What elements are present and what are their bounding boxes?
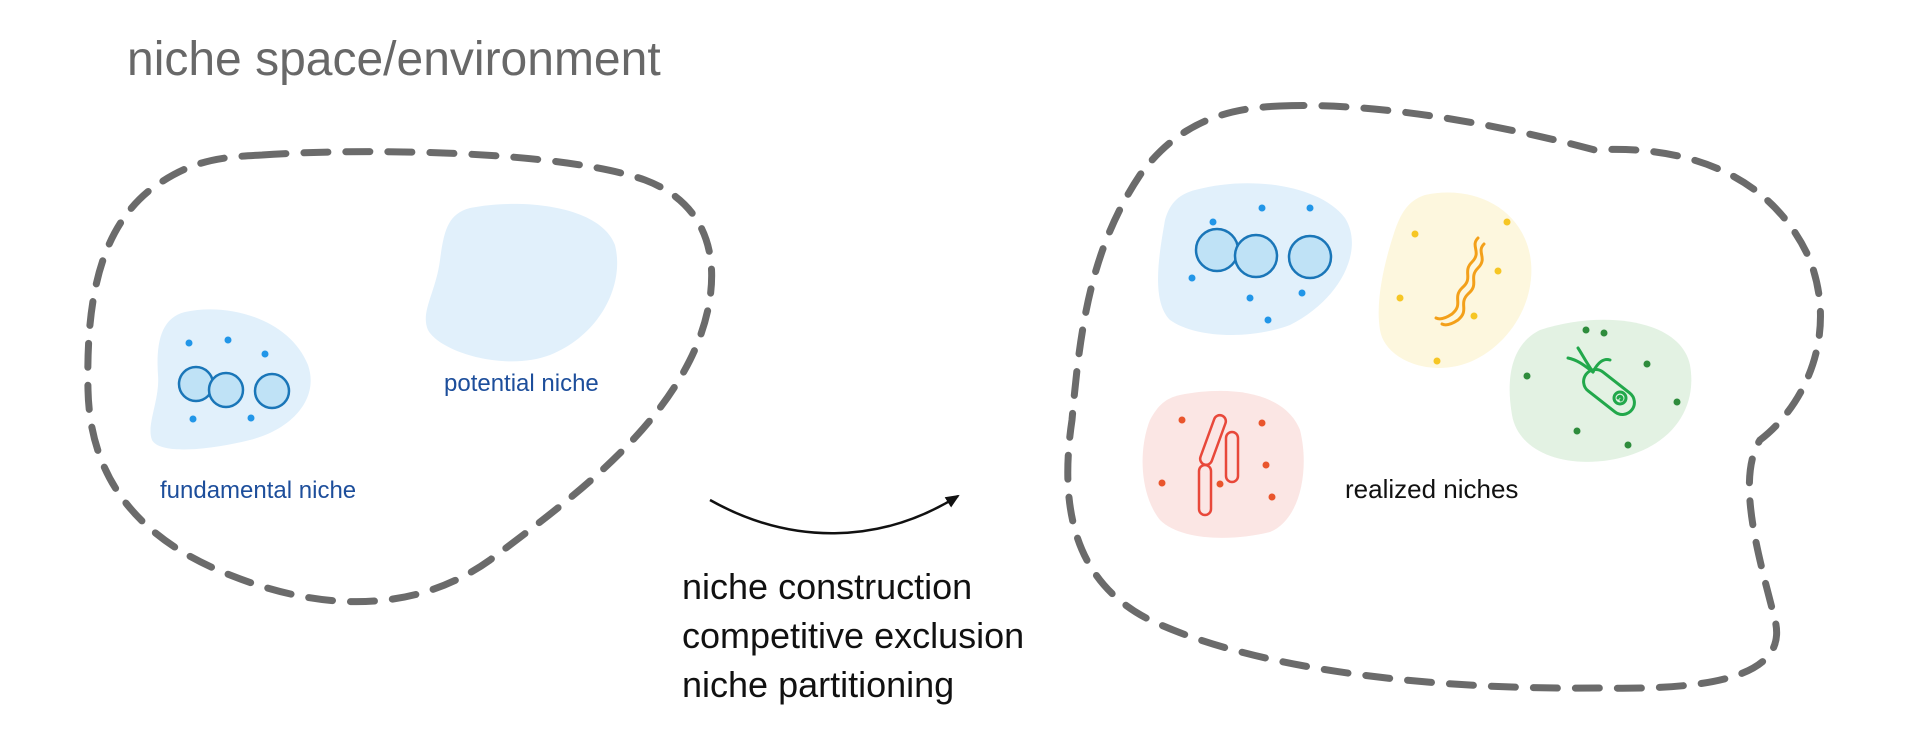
- flagellated-bacterium-icon: [1566, 346, 1636, 416]
- red-realized-niche-blob: [1142, 390, 1304, 538]
- green-realized-dots: [1523, 326, 1681, 449]
- spirochete-icon: [1434, 236, 1486, 327]
- bacillus-icon: [1197, 413, 1240, 517]
- page-title: niche space/environment: [127, 33, 661, 86]
- process-item: niche construction: [682, 566, 973, 607]
- process-item: niche partitioning: [682, 664, 955, 705]
- potential-niche-blob: [425, 203, 618, 362]
- fundamental-niche-label: fundamental niche: [160, 477, 357, 504]
- transition-arrow-icon: [709, 494, 960, 535]
- fundamental-niche-dots: [185, 336, 269, 423]
- yellow-realized-dots: [1396, 218, 1511, 365]
- coccus-chain-icon: [177, 365, 291, 410]
- left-environment-boundary: [84, 148, 716, 606]
- realized-niches-label: realized niches: [1345, 474, 1519, 504]
- green-realized-niche-blob: [1509, 319, 1692, 462]
- process-list: niche construction competitive exclusion…: [682, 562, 1024, 709]
- process-item: competitive exclusion: [682, 615, 1025, 656]
- red-realized-dots: [1158, 416, 1276, 501]
- potential-niche-label: potential niche: [444, 370, 599, 397]
- right-environment-boundary: [1064, 102, 1824, 692]
- coccus-chain-icon: [1194, 227, 1333, 280]
- blue-realized-dots: [1188, 204, 1314, 324]
